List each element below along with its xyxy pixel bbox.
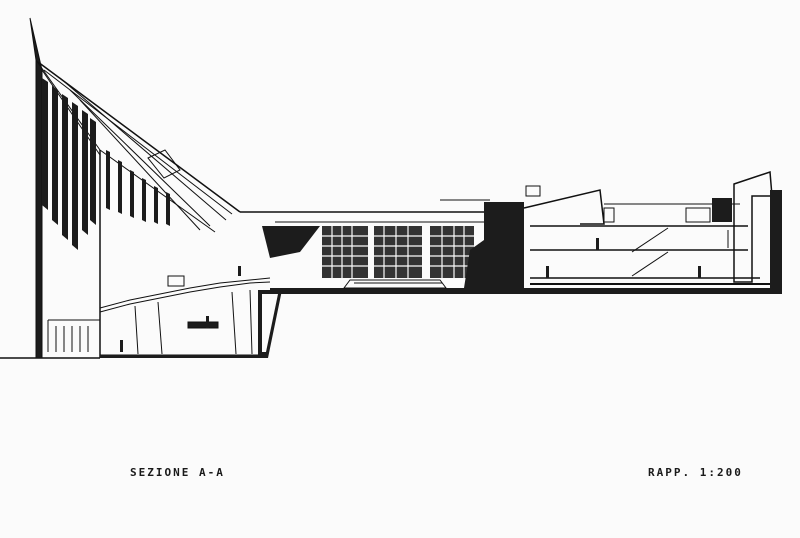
spire-tower [29, 17, 101, 359]
scale-label: RAPP. 1:200 [648, 466, 743, 479]
main-slab [270, 288, 782, 294]
roof-fins [42, 78, 170, 250]
section-title: SEZIONE A-A [130, 466, 225, 479]
auditorium-seating [99, 275, 271, 356]
right-wing [523, 170, 782, 294]
human-figures [120, 238, 701, 352]
core-tower [464, 202, 524, 288]
lower-hall [47, 289, 260, 358]
central-block [262, 211, 490, 289]
